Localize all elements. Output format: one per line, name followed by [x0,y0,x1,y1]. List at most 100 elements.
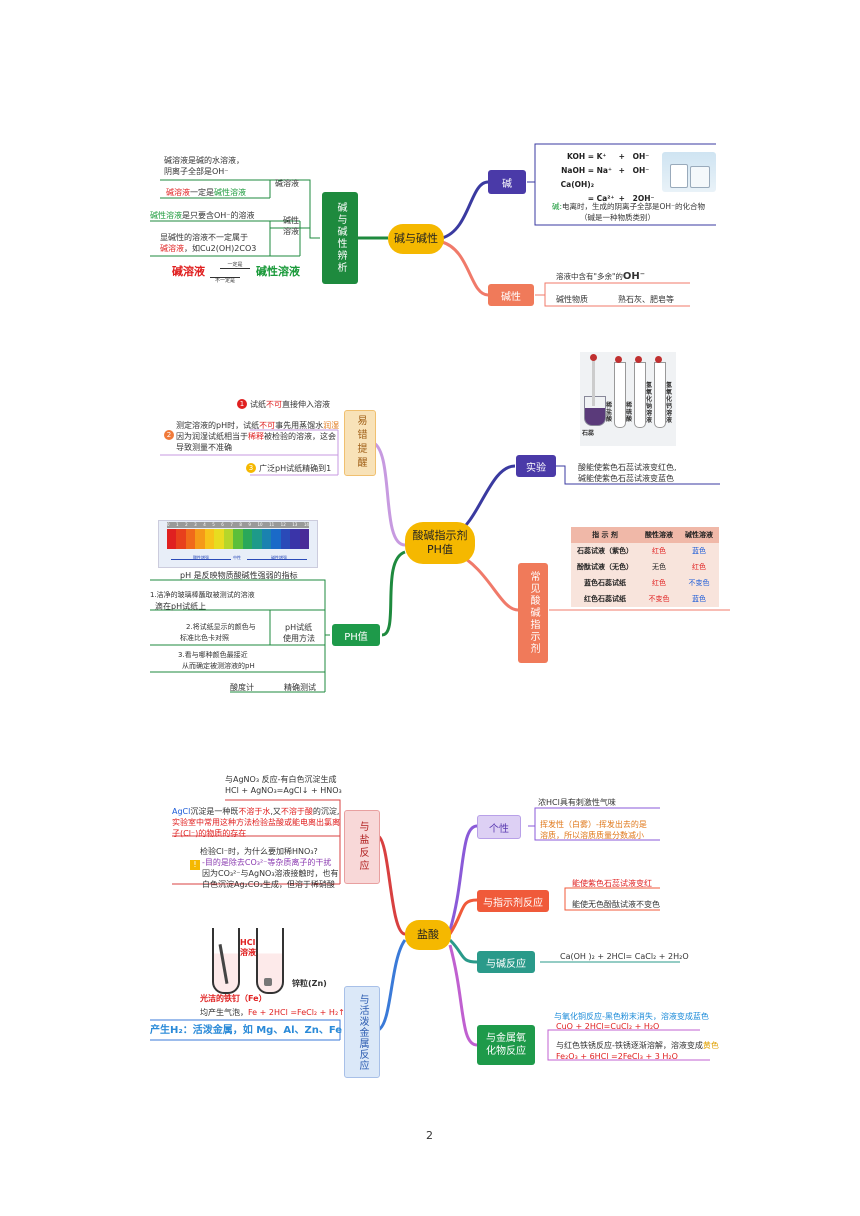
node-common-mistakes: 易错提醒 [344,410,376,476]
experiment-text-1: 酸能使紫色石蕊试液变红色, [578,463,677,472]
table-row: 红色石蕊试纸 不变色 蓝色 [571,591,719,607]
ph-scale-number: 14 [303,522,309,527]
tube-label-naoh: 氢氧化钠溶液 [646,382,653,424]
ph-color-cell [204,529,215,549]
agcl-property: AgCl沉淀是一种既不溶于水,又不溶于酸的沉淀, [172,807,340,816]
tip-1: 试纸不可直接伸入溶液 [250,400,330,409]
ph-scale-number: 1 [176,522,179,527]
ph-color-cell [290,529,300,549]
ph-definition: pH 是反映物质酸碱性强弱的指标 [180,571,298,580]
node-common-indicators: 常见酸碱指示剂 [518,563,548,663]
ph-step-1b: 滴在pH试纸上 [155,602,207,611]
ph-scale-number: 6 [221,522,224,527]
table-cell: 不变色 [648,595,670,603]
alkalinity-excess-oh: 溶液中含有"多余"的OH⁻ [556,271,646,282]
ph-scale-number: 5 [212,522,215,527]
agcl-usage-1: 实验室中常用这种方法检验盐酸或能电离出氯离 [172,818,340,827]
table-header: 酸性溶液 [645,531,673,539]
table-cell: 蓝色石蕊试纸 [584,579,626,587]
ph-scale-number: 4 [203,522,206,527]
node-alkali: 碱 [488,170,526,194]
arrow-must-be: 一定是 [220,262,250,269]
tube-label-caoh2: 氢氧化钙溶液 [666,382,673,424]
ph-color-cell [214,529,224,549]
ph-color-cell [176,529,186,549]
alkali-definition-note: （碱是一种物质类别） [580,213,655,222]
cl-test-answer: -目的是除去CO₃²⁻等杂质离子的干扰 [202,858,332,867]
node-react-metal-oxide-label: 与金属氧化物反应 [486,1033,526,1057]
table-row: 酚酞试液（无色） 无色 红色 [571,559,719,575]
alkaline-not-alkali-2: 碱溶液，如Cu2(OH)2CO3 [160,244,257,253]
node-react-salt-label: 与盐反应 [357,821,368,873]
ph-base-label: 碱性增强 [271,555,287,560]
table-cell: 红色 [692,563,706,571]
alkali-definition: 碱:电离时，生成的阴离子全部是OH⁻的化合物 [552,202,706,211]
salt-agno3-equation: HCl + AgNO₃=AgCl↓ + HNO₃ [225,786,342,795]
ph-step-1a: 1.洁净的玻璃棒蘸取被测试的溶液 [150,591,255,599]
agcl-usage-2: 子(Cl⁻)的物质的存在 [172,829,247,838]
equation-row: Ca(OH)₂ = Ca²⁺+2OH⁻ [560,180,655,203]
ph-scale-number: 2 [185,522,188,527]
rust-reaction-desc: 与红色铁锈反应-铁锈逐渐溶解，溶液变成黄色 [556,1041,719,1050]
label-alkaline-solution-2: 溶液 [283,227,299,236]
table-cell: 红色 [652,579,666,587]
table-cell: 石蕊试液（紫色） [577,547,633,555]
alkaline-substances-label: 碱性物质 [556,295,588,304]
ph-color-cell [271,529,281,549]
table-row: 蓝色石蕊试纸 红色 不变色 [571,575,719,591]
ph-scale-number: 7 [230,522,233,527]
ph-scale-number: 0 [167,522,170,527]
table-header-row: 指 示 剂 酸性溶液 碱性溶液 [571,527,719,543]
alkali-solution-def-2: 阴离子全部是OH⁻ [164,167,229,176]
page-number: 2 [426,1129,433,1142]
big-alkali-solution: 碱溶液 [172,265,205,278]
table-row: 石蕊试液（紫色） 红色 蓝色 [571,543,719,559]
label-alkaline-solution-1: 碱性 [283,216,299,225]
ph-color-cell [167,529,177,549]
ph-color-cell [242,529,253,549]
ph-paper-label-2: 使用方法 [283,634,315,643]
tip-number-1: 1 [237,399,247,409]
hcl-pungent-smell: 浓HCl具有刺激性气味 [538,798,616,807]
table-cell: 蓝色 [692,595,706,603]
ionization-equations: KOH = K⁺+OH⁻ NaOH = Na⁺+OH⁻ Ca(OH)₂ = Ca… [552,150,662,206]
node-react-indicator: 与指示剂反应 [477,890,549,912]
ph-color-cell [261,529,272,549]
node-alkali-analysis: 碱与碱性辨析 [322,192,358,284]
hcl-volatile-2: 溶质，所以溶质质量分数减小 [540,831,644,840]
table-cell: 酚酞试液（无色） [577,563,633,571]
tip-2-line-2: 因为润湿试纸相当于稀释被检验的溶液，这会 [176,432,336,441]
ph-color-cell [223,529,234,549]
tube-label-litmus: 石蕊 [582,430,595,437]
table-cell: 无色 [652,563,666,571]
alkali-solution-def-1: 碱溶液是碱的水溶液， [164,156,244,165]
node-alkali-analysis-label: 碱与碱性辨析 [335,202,346,274]
node-characteristics: 个性 [477,815,521,839]
node-alkalinity: 碱性 [488,284,534,306]
active-metals-h2: 产生H₂：活泼金属，如 Mg、Al、Zn、Fe [150,1025,343,1036]
alkaline-not-alkali-1: 显碱性的溶液不一定属于 [160,233,248,242]
ph-color-cell [299,529,310,549]
node-react-metal: 与活泼金属反应 [344,986,380,1078]
ph-step-3a: 3.看与哪种颜色最接近 [178,651,248,659]
iron-nail-label: 光洁的铁钉（Fe） [200,994,267,1003]
hcl-solution-label: HCl 溶液 [240,938,256,957]
ph-precise-label: 精确测试 [284,683,316,692]
tip-2-line-3: 导致测量不准确 [176,443,232,452]
ph-scale-number: 9 [248,522,251,527]
tip-number-2: 2 [164,430,174,440]
ph-acid-label: 酸性增强 [193,555,209,560]
rust-reaction-equation: Fe₂O₃ + 6HCl =2FeCl₃ + 3 H₂O [556,1052,678,1061]
center-node-alkali: 碱与碱性 [388,224,444,254]
ph-paper-label-1: pH试纸 [285,623,313,632]
ph-meter-label: 酸度计 [230,683,254,692]
hcl-volatile-1: 挥发性（白雾）-挥发出去的是 [540,820,647,829]
ph-scale-number: 11 [269,522,275,527]
indicator-table: 指 示 剂 酸性溶液 碱性溶液 石蕊试液（紫色） 红色 蓝色 酚酞试液（无色） … [571,527,719,607]
ph-color-cell [185,529,196,549]
node-react-salt: 与盐反应 [344,810,380,884]
tip-3: 广泛pH试纸精确到1 [259,464,332,473]
tube-label-h2so4: 稀硫酸 [626,402,633,423]
